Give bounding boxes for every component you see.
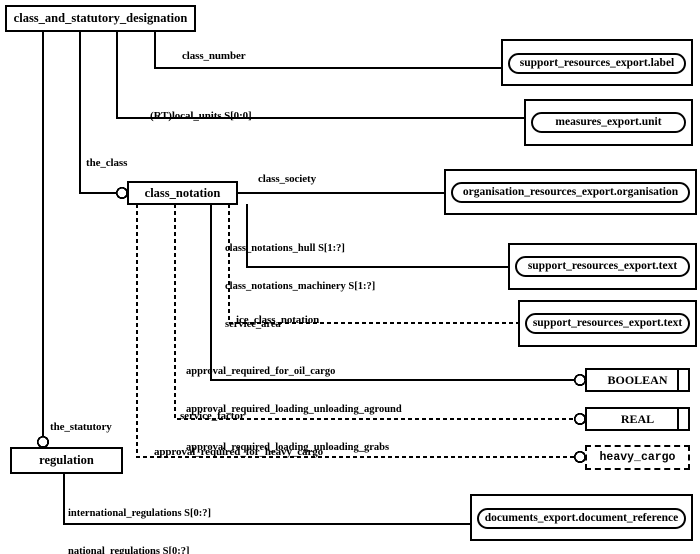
edge-label-local-units: (RT)local_units S[0:0] — [150, 110, 252, 122]
entity-class-notation[interactable]: class_notation — [127, 181, 238, 205]
line-service-factor — [174, 204, 585, 420]
entity-label: class_and_statutory_designation — [13, 11, 188, 26]
schema-ref-documents-export-document-reference[interactable]: documents_export.document_reference — [477, 508, 686, 529]
relationship-circle-the-class — [115, 186, 129, 200]
line-class-number — [154, 32, 501, 69]
edge-label-the-statutory: the_statutory — [50, 421, 112, 433]
attribute-group-class-notation: class_notations_hull S[1:?] class_notati… — [225, 218, 375, 357]
entity-regulation[interactable]: regulation — [10, 447, 123, 474]
type-label: BOOLEAN — [607, 373, 668, 387]
attribute-item: approval_required_for_oil_cargo — [186, 366, 336, 378]
line-local-units — [116, 32, 524, 119]
schema-ref-support-resources-export-text-2[interactable]: support_resources_export.text — [525, 313, 690, 334]
attribute-item: international_regulations S[0:?] — [68, 508, 212, 520]
edge-label-service-factor: service_factor — [180, 410, 245, 422]
edge-label-the-class: the_class — [86, 157, 128, 169]
schema-ref-label: support_resources_export.text — [532, 316, 683, 329]
type-boolean[interactable]: BOOLEAN — [585, 368, 690, 392]
type-label: REAL — [620, 412, 655, 426]
type-real[interactable]: REAL — [585, 407, 690, 431]
schema-ref-support-resources-export-label[interactable]: support_resources_export.label — [508, 53, 686, 74]
entity-label: class_notation — [144, 185, 221, 200]
schema-ref-label: support_resources_export.text — [527, 259, 678, 272]
line-approval-booleans — [210, 204, 585, 381]
edge-label-class-number: class_number — [182, 50, 246, 62]
attribute-item: class_notations_hull S[1:?] — [225, 243, 345, 255]
type-divider-bar — [677, 409, 679, 429]
schema-ref-label: measures_export.unit — [555, 115, 662, 128]
schema-ref-organisation-resources-export-organisation[interactable]: organisation_resources_export.organisati… — [451, 182, 690, 203]
relationship-circle-real — [573, 412, 587, 426]
entity-label: regulation — [39, 453, 94, 468]
schema-ref-support-resources-export-text-1[interactable]: support_resources_export.text — [515, 256, 690, 277]
attribute-item: approval_required_loading_unloading_grab… — [186, 441, 390, 453]
attribute-item: service_area — [225, 318, 281, 330]
attribute-item: class_notations_machinery S[1:?] — [225, 280, 376, 292]
attribute-item: approval_required_loading_unloading_agro… — [186, 403, 402, 415]
edge-label-ice-class-notation: ice_class_notation — [236, 314, 320, 326]
line-approval-heavy-cargo — [136, 204, 585, 458]
edge-label-class-society: class_society — [258, 173, 316, 185]
schema-ref-label: organisation_resources_export.organisati… — [462, 185, 679, 198]
relationship-circle-boolean — [573, 373, 587, 387]
relationship-circle-heavy-cargo — [573, 450, 587, 464]
schema-ref-measures-export-unit[interactable]: measures_export.unit — [531, 112, 686, 133]
attribute-item: national_regulations S[0:?] — [68, 545, 190, 554]
entity-label: heavy_cargo — [599, 450, 676, 464]
type-divider-bar — [677, 370, 679, 390]
line-the-class — [79, 32, 118, 194]
line-class-notation-attrs — [246, 204, 508, 268]
line-ice-class-notation — [228, 204, 518, 324]
line-regulation-attrs — [63, 474, 470, 525]
schema-ref-label: support_resources_export.label — [519, 56, 675, 69]
entity-heavy-cargo[interactable]: heavy_cargo — [585, 445, 690, 470]
entity-class-and-statutory-designation[interactable]: class_and_statutory_designation — [5, 5, 196, 32]
relationship-circle-the-statutory — [36, 435, 50, 449]
schema-ref-label: documents_export.document_reference — [484, 511, 679, 524]
attribute-group-approval-required: approval_required_for_oil_cargo approval… — [186, 341, 402, 480]
attribute-group-regulation: international_regulations S[0:?] nationa… — [68, 483, 211, 554]
edge-label-approval-required-for-heavy-cargo: approval_required_for_heavy_cargo — [154, 446, 324, 458]
